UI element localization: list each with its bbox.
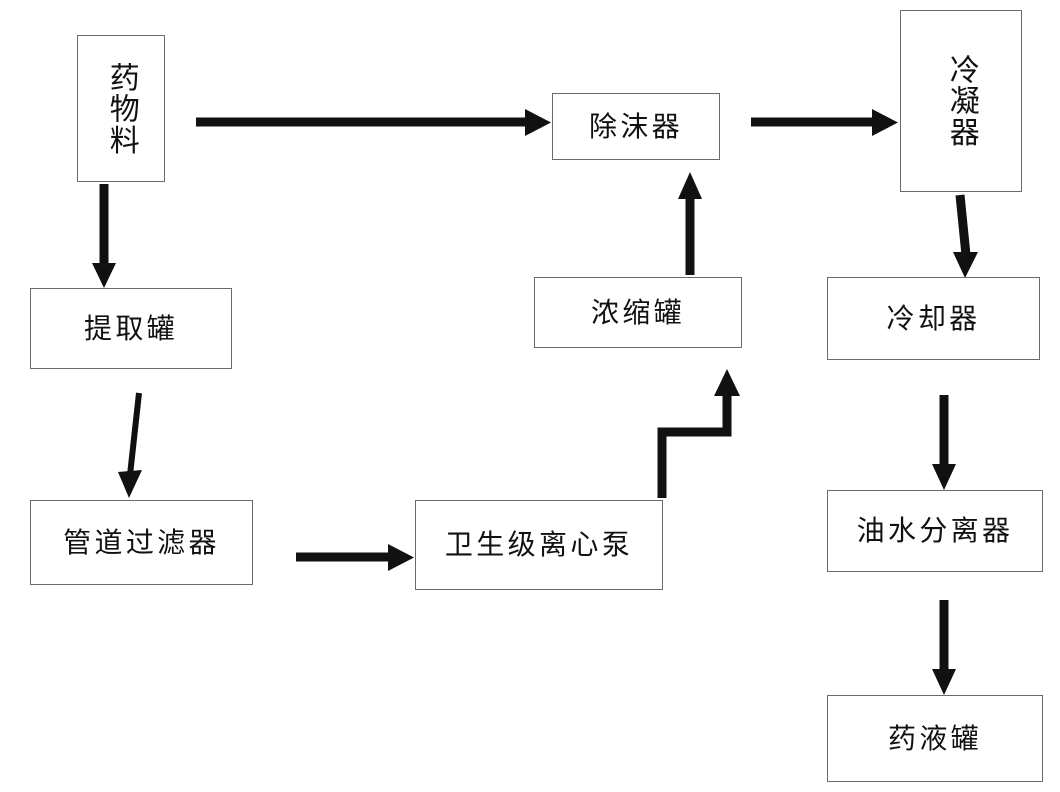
node-label-medicine-tank: 药液罐 bbox=[887, 721, 983, 755]
node-label-centrifugal-pump: 卫生级离心泵 bbox=[444, 528, 634, 562]
node-label-oil-water-separator: 油水分离器 bbox=[856, 514, 1014, 548]
node-raw-material[interactable]: 药物料 bbox=[77, 35, 165, 182]
node-medicine-tank[interactable]: 药液罐 bbox=[827, 695, 1043, 782]
node-label-extraction-tank: 提取罐 bbox=[83, 311, 179, 345]
edge-separator-to-medicine-tank bbox=[932, 600, 956, 695]
edge-demister-to-condenser bbox=[751, 109, 898, 136]
node-cooler[interactable]: 冷却器 bbox=[827, 277, 1040, 360]
node-label-cooler: 冷却器 bbox=[886, 301, 981, 335]
node-condenser[interactable]: 冷凝器 bbox=[900, 10, 1022, 192]
edge-raw-material-to-extraction bbox=[92, 184, 116, 288]
edge-pipe-filter-to-pump bbox=[296, 544, 414, 571]
node-pipe-filter[interactable]: 管道过滤器 bbox=[30, 500, 253, 585]
node-oil-water-separator[interactable]: 油水分离器 bbox=[827, 490, 1043, 572]
node-demister[interactable]: 除沫器 bbox=[552, 93, 720, 160]
node-concentrator[interactable]: 浓缩罐 bbox=[534, 277, 742, 348]
node-label-demister: 除沫器 bbox=[588, 109, 684, 143]
node-label-condenser: 冷凝器 bbox=[943, 54, 979, 148]
edge-extraction-to-pipe-filter bbox=[118, 392, 142, 498]
edge-pump-to-concentrator bbox=[657, 369, 740, 498]
edge-condenser-to-cooler bbox=[953, 194, 978, 278]
node-extraction-tank[interactable]: 提取罐 bbox=[30, 288, 232, 369]
edge-raw-material-to-demister bbox=[196, 109, 551, 136]
node-label-raw-material: 药物料 bbox=[103, 61, 139, 156]
node-label-concentrator: 浓缩罐 bbox=[590, 295, 686, 329]
edge-cooler-to-separator bbox=[932, 395, 956, 490]
node-label-pipe-filter: 管道过滤器 bbox=[63, 525, 220, 559]
node-centrifugal-pump[interactable]: 卫生级离心泵 bbox=[415, 500, 663, 590]
edge-concentrator-to-demister bbox=[678, 172, 702, 275]
